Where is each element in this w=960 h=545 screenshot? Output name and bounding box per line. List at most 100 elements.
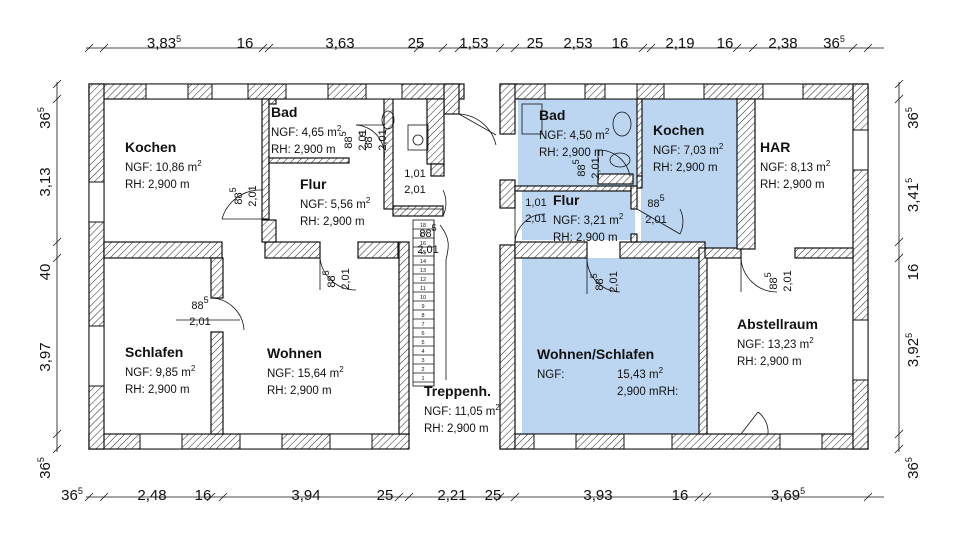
stair-step-number: 6 [421, 331, 424, 337]
room-area: NGF: 3,21 m2 [553, 212, 624, 227]
door-height-label: 2,01 [340, 268, 352, 289]
dimension-tick [404, 492, 414, 502]
dimension-top-label: 3,63 [325, 35, 354, 52]
door-width-label: 885 [338, 131, 355, 148]
dimension-bottom-label: 2,21 [437, 487, 466, 504]
stair-step-number: 1 [421, 376, 424, 382]
door-height-label: 2,01 [189, 316, 210, 328]
dimension-top-label: 1,53 [459, 35, 488, 52]
dimension-tick [510, 43, 520, 53]
door-height-label: 2,01 [247, 185, 259, 206]
room-height: RH: 2,900 m [300, 216, 365, 228]
dimension-right-label: 365 [904, 107, 922, 129]
dimension-tick [894, 253, 904, 263]
room-area: NGF: 13,23 m2 [737, 336, 814, 351]
dimension-tick [84, 43, 94, 53]
room-name: Treppenh. [424, 383, 491, 399]
entrance-doors [458, 113, 769, 435]
dimension-right-label: 3,415 [904, 178, 922, 212]
dimension-tick [495, 492, 505, 502]
room-height: RH: 2,900 m [125, 384, 190, 396]
stair-step-number: 12 [420, 277, 426, 283]
dimension-tick [394, 492, 404, 502]
dimension-tick [894, 79, 904, 89]
room-area: NGF: 8,13 m2 [760, 159, 831, 174]
room-area: NGF:15,43 m2 [537, 366, 664, 381]
room-name: Abstellraum [737, 316, 818, 332]
dimension-tick [732, 43, 742, 53]
dimension-right-label: 16 [905, 264, 922, 281]
stair-step-number: 15 [420, 250, 426, 256]
windows [88, 83, 869, 450]
dimension-tick [454, 43, 464, 53]
dimension-tick [52, 94, 62, 104]
dimension-tick [894, 94, 904, 104]
dimension-tick [264, 43, 274, 53]
dimension-bottom-label: 16 [195, 487, 212, 504]
room-name: Wohnen [267, 345, 322, 361]
dimension-top-label: 3,835 [147, 34, 181, 52]
stair-step-number: 9 [421, 304, 424, 310]
dimension-tick [52, 429, 62, 439]
stair-step-number: 18 [420, 223, 426, 229]
door-height-label: 2,01 [782, 270, 794, 291]
room-height: RH: 2,900 m [267, 385, 332, 397]
dimension-tick [748, 43, 758, 53]
room-name: HAR [760, 139, 790, 155]
room-name: Schlafen [125, 344, 183, 360]
door-width-label: 885 [228, 187, 245, 204]
door-height-label: 2,01 [608, 271, 620, 292]
dimension-top-label: 2,53 [563, 35, 592, 52]
room-height: RH: 2,900 m [424, 423, 489, 435]
dimension-tick [646, 43, 656, 53]
dimension-top-label: 25 [408, 35, 425, 52]
dimension-tick [848, 43, 858, 53]
dimension-tick [206, 492, 216, 502]
room-height: RH: 2,900 m [760, 179, 825, 191]
door-width-label: 885 [419, 223, 436, 240]
room-name: Kochen [653, 122, 704, 138]
dimension-top-label: 2,38 [768, 35, 797, 52]
stair-step-number: 5 [421, 340, 424, 346]
dimension-tick [438, 43, 448, 53]
stair-step-number: 16 [420, 241, 426, 247]
door-width-label: 885 [191, 295, 208, 312]
door-width-label: 1,01 [404, 168, 425, 180]
dimension-tick [52, 79, 62, 89]
stair-step-number: 4 [421, 349, 424, 355]
dimension-bottom-label: 25 [485, 487, 502, 504]
dimension-bottom-label: 3,695 [771, 486, 805, 504]
dimension-tick [702, 492, 712, 502]
dimension-right-label: 365 [904, 457, 922, 479]
dimension-top-label: 16 [237, 35, 254, 52]
room-height: RH: 2,900 m [271, 144, 336, 156]
dimension-tick [258, 43, 268, 53]
room-name: Bad [271, 104, 297, 120]
dimension-left-label: 365 [36, 457, 54, 479]
stair-step-number: 14 [420, 259, 426, 265]
stair-step-number: 10 [420, 295, 426, 301]
dimension-left-label: 365 [36, 107, 54, 129]
dimension-top-label: 16 [717, 35, 734, 52]
dimension-ticks [52, 43, 904, 502]
door-height-label: 2,01 [417, 244, 438, 256]
dimension-tick [84, 492, 94, 502]
dimension-tick [894, 237, 904, 247]
dimension-tick [694, 492, 704, 502]
dimension-tick [894, 429, 904, 439]
dimension-tick [52, 253, 62, 263]
dimension-top-label: 365 [823, 34, 845, 52]
stair-step-number: 11 [420, 286, 426, 292]
room-height: RH: 2,900 m [737, 356, 802, 368]
dimension-top-label: 25 [527, 35, 544, 52]
room-height: RH: 2,900 m [539, 147, 604, 159]
dimension-tick [218, 492, 228, 502]
dimension-left-label: 3,97 [37, 342, 54, 371]
room-area: NGF: 9,85 m2 [125, 364, 196, 379]
dimension-right-label: 3,925 [904, 333, 922, 367]
dimension-tick [99, 492, 109, 502]
room-area: NGF: 4,50 m2 [539, 127, 610, 142]
